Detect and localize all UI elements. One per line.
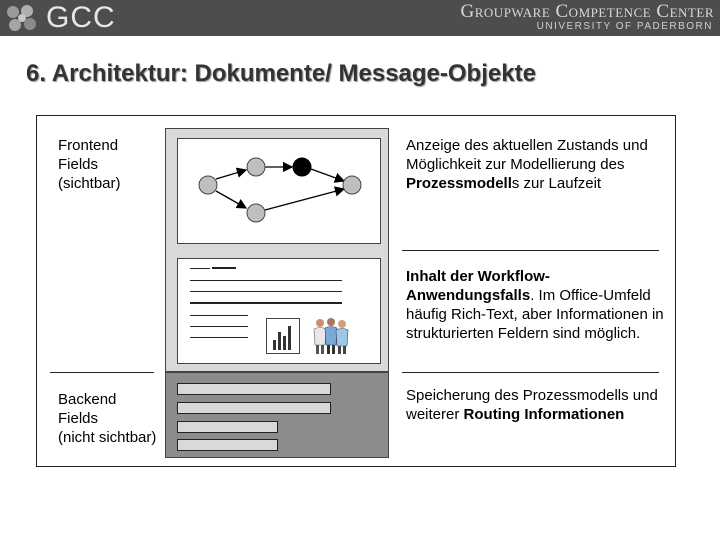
text-line — [190, 337, 248, 338]
process-model-panel — [177, 138, 381, 244]
content-description-text: . Im Office-Umfeld häufig Rich-Text, abe… — [406, 287, 664, 342]
process-node-start — [198, 175, 218, 195]
backend-field — [177, 383, 331, 395]
process-node-upper — [246, 157, 266, 177]
header-banner: GCC Groupware Competence Center UNIVERSI… — [0, 0, 720, 36]
process-node-end — [342, 175, 362, 195]
text-line — [212, 267, 236, 269]
text-line — [190, 326, 248, 327]
logo-text: GCC — [46, 1, 116, 34]
content-description-bold: Inhalt der Workflow-Anwendungsfalls — [406, 268, 550, 304]
people-picture-icon — [313, 318, 349, 354]
content-description: Inhalt der Workflow-Anwendungsfalls. Im … — [406, 267, 668, 343]
backend-field — [177, 421, 278, 433]
diagram-frame — [36, 115, 676, 467]
process-graph — [198, 157, 362, 223]
university-name: UNIVERSITY OF PADERBORN — [536, 21, 713, 32]
backend-field — [177, 439, 278, 451]
process-description-bold: Prozessmodell — [406, 175, 512, 192]
process-node-active — [292, 157, 312, 177]
text-line — [190, 291, 342, 292]
text-line — [190, 302, 342, 304]
text-line — [190, 280, 342, 281]
routing-description: Speicherung des Prozessmodells und weite… — [406, 386, 668, 424]
bar-chart-icon — [266, 318, 300, 354]
slide-title: 6. Architektur: Dokumente/ Message-Objek… — [26, 60, 536, 87]
backend-field — [177, 402, 331, 414]
right-divider-bottom — [402, 372, 659, 373]
routing-description-text: Speicherung des Prozessmodells und weite… — [406, 387, 658, 423]
backend-fields-label: Backend Fields (nicht sichtbar) — [58, 391, 157, 446]
left-divider — [50, 372, 154, 373]
text-line — [190, 315, 248, 316]
text-line — [190, 268, 210, 269]
content-panel — [177, 258, 381, 364]
gcc-logo-icon — [7, 5, 36, 31]
right-divider-top — [402, 250, 659, 251]
process-description-tail: s zur Laufzeit — [511, 175, 602, 192]
center-name: Groupware Competence Center — [460, 1, 714, 22]
routing-description-bold: Routing Informationen — [463, 406, 625, 423]
process-description-text: Anzeige des aktuellen Zustands und Mögli… — [406, 137, 648, 173]
process-node-lower — [246, 203, 266, 223]
frontend-fields-label: Frontend Fields (sichtbar) — [58, 137, 121, 192]
process-description: Anzeige des aktuellen Zustands und Mögli… — [406, 136, 668, 193]
